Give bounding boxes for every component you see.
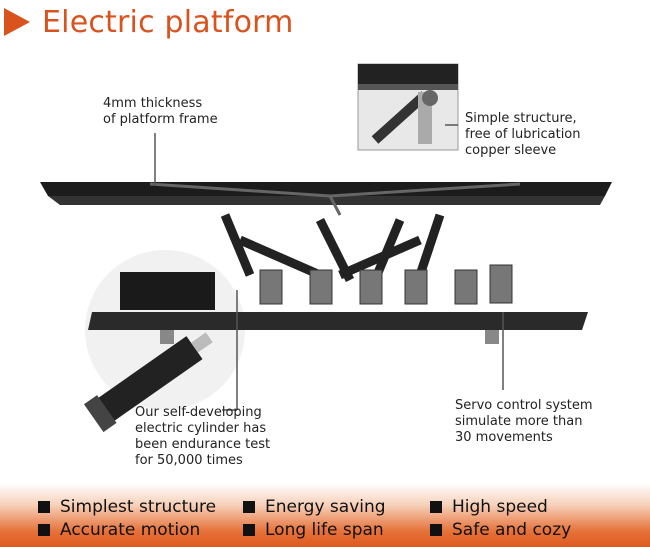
- feature-label: Long life span: [265, 520, 384, 540]
- callout-lines: [154, 124, 504, 411]
- electric-cylinder: [83, 332, 213, 433]
- feature-item: Simplest structure: [38, 497, 216, 517]
- feature-item: Accurate motion: [38, 520, 200, 540]
- callout-line: of platform frame: [103, 112, 218, 127]
- callout-line: Simple structure,: [465, 111, 577, 126]
- page-title: Electric platform: [0, 2, 294, 42]
- platform-base-plate: [88, 312, 588, 330]
- title-text: Electric platform: [42, 4, 294, 40]
- bullet-square-icon: [243, 524, 255, 536]
- actuators: [220, 213, 445, 283]
- callout-line: electric cylinder has: [135, 421, 267, 436]
- callout-line: been endurance test: [135, 437, 271, 452]
- callout-line: free of lubrication: [465, 127, 581, 142]
- callout-servo: Servo control system simulate more than …: [455, 398, 593, 446]
- callout-frame: 4mm thickness of platform frame: [103, 96, 218, 128]
- feature-label: Safe and cozy: [452, 520, 572, 540]
- callout-line: copper sleeve: [465, 143, 557, 158]
- callout-line: 30 movements: [455, 430, 553, 445]
- feature-item: Long life span: [243, 520, 384, 540]
- bullet-square-icon: [430, 524, 442, 536]
- inset-photo: [357, 63, 459, 151]
- callout-line: 4mm thickness: [103, 96, 203, 111]
- callout-cylinder: Our self-developing electric cylinder ha…: [135, 405, 270, 469]
- bullet-square-icon: [38, 501, 50, 513]
- bullet-square-icon: [430, 501, 442, 513]
- features-bar: [0, 483, 650, 547]
- servo-drivers: [259, 264, 513, 305]
- feature-label: Accurate motion: [60, 520, 201, 540]
- control-box: [120, 272, 215, 310]
- feature-item: Energy saving: [243, 497, 386, 517]
- callout-line: Our self-developing: [135, 405, 262, 420]
- bullet-square-icon: [243, 501, 255, 513]
- feature-item: Safe and cozy: [430, 520, 571, 540]
- feature-item: High speed: [430, 497, 548, 517]
- callout-structure: Simple structure, free of lubrication co…: [465, 111, 581, 159]
- callout-line: for 50,000 times: [135, 453, 243, 468]
- feature-label: Energy saving: [265, 497, 386, 517]
- feature-label: High speed: [452, 497, 548, 517]
- feature-label: Simplest structure: [60, 497, 217, 517]
- callout-line: Servo control system: [455, 398, 593, 413]
- callout-line: simulate more than: [455, 414, 583, 429]
- triangle-bullet-icon: [4, 8, 30, 36]
- bullet-square-icon: [38, 524, 50, 536]
- platform-top-plate: [40, 182, 612, 196]
